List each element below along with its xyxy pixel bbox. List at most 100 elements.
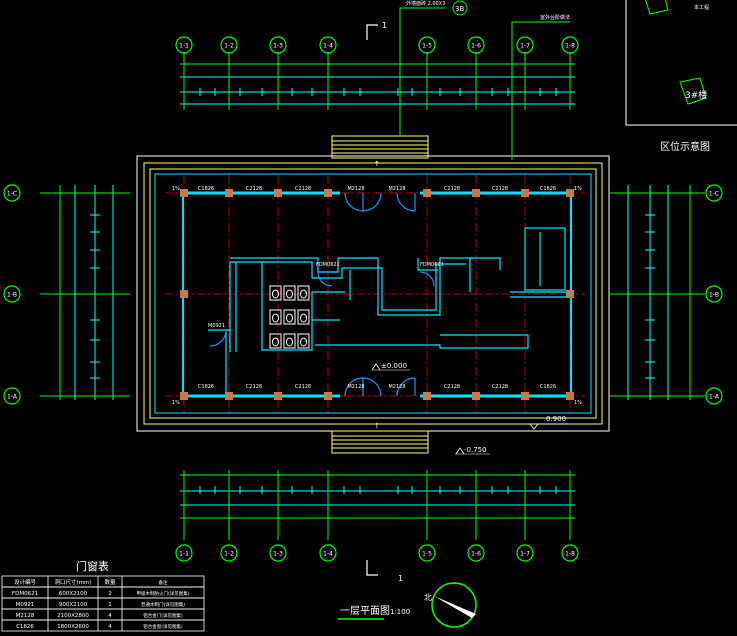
column-6-0 [521, 189, 529, 197]
corner-mark-tr: 1% [574, 186, 582, 192]
callout-badge-circle [452, 0, 468, 16]
axis-top-3-circle [269, 36, 287, 54]
toilet-bowl-0-0 [272, 289, 279, 299]
window-bottom-3: C2128 [295, 384, 311, 390]
axis-left-1-label: 1-C [7, 191, 17, 198]
toilet-bowl-2-2 [300, 337, 307, 347]
toilet-stall-1-1 [283, 309, 296, 325]
axis-top-6-label: 1-6 [471, 43, 481, 50]
toilet-stall-2-2 [297, 333, 310, 349]
toilet-stall-0-0 [269, 285, 282, 301]
toilet-bowl-1-0 [272, 313, 279, 323]
elevation-outdoor: -0.750 [455, 446, 490, 455]
key-plan-building: 3#楼 [685, 89, 707, 101]
toilet-stall-2-1 [283, 333, 296, 349]
column-7-2 [566, 392, 574, 400]
toilet-stall-0-2 [297, 285, 310, 301]
column-2-0 [274, 189, 282, 197]
callout-badge-text: 3B [455, 5, 464, 13]
table-cell-2-1: 900X2100 [59, 602, 88, 608]
window-top-6: C2128 [444, 186, 460, 192]
axis-top-2-circle [220, 36, 238, 54]
window-top-2: C2128 [246, 186, 262, 192]
structural-columns [180, 189, 574, 400]
axis-top-5-label: 1-5 [422, 43, 432, 50]
callout-top-center: 外墙面砖 2.00X3 [406, 0, 445, 7]
axis-left-1-circle [3, 184, 21, 202]
floor-level-text: ±0.000 [381, 362, 407, 370]
table-cell-1-3: 甲级木制防火门(详见图集) [136, 590, 189, 597]
window-bottom-4: M2128 [347, 384, 364, 390]
north-arrow [431, 582, 477, 628]
table-cell-1-0: FDM0621 [12, 591, 38, 597]
column-0-0 [180, 189, 188, 197]
entrance-stair-bottom [331, 430, 429, 454]
axis-bottom-3-label: 1-3 [273, 551, 283, 558]
north-label: 北 [424, 593, 432, 602]
table-cell-2-2: 1 [108, 602, 112, 608]
window-bottom-7: C2128 [492, 384, 508, 390]
door-label-2: FDM0621 [420, 262, 444, 268]
axis-right-3-label: 1-A [709, 394, 720, 401]
column-6-2 [521, 392, 529, 400]
outdoor-level-text: -0.750 [464, 446, 487, 454]
window-bottom-6: C2128 [444, 384, 460, 390]
window-bottom-5: M2128 [388, 384, 405, 390]
key-plan-label: 区位示意图 [660, 140, 710, 153]
axis-bottom-5-circle [418, 544, 436, 562]
door-label-1: FDM0621 [316, 262, 340, 268]
window-bottom-8: C1826 [540, 384, 556, 390]
axis-right-2-label: 1-B [709, 292, 719, 299]
corner-mark-tl: 1% [172, 186, 180, 192]
table-cell-4-2: 4 [108, 624, 112, 630]
dimension-lines [40, 52, 705, 540]
table-cell-0-1: 洞口尺寸(mm) [54, 578, 91, 586]
toilet-bowl-2-0 [272, 337, 279, 347]
column-mid-right [566, 290, 574, 298]
axis-bottom-7-circle [516, 544, 534, 562]
toilet-bowl-0-2 [300, 289, 307, 299]
key-plan-note: 本工程 [694, 4, 709, 11]
axis-bottom-7-label: 1-7 [520, 551, 530, 558]
axis-bottom-1-circle [175, 544, 193, 562]
section-mark-bottom [366, 560, 378, 576]
toilet-stall-1-0 [269, 309, 282, 325]
toilet-bowl-1-2 [300, 313, 307, 323]
section-mark-bottom-number: 1 [398, 574, 403, 583]
table-cell-2-3: 普通木制门(详见图集) [141, 601, 185, 608]
axis-left-3-circle [3, 387, 21, 405]
table-cell-3-2: 4 [108, 613, 112, 619]
window-bottom-2: C2128 [246, 384, 262, 390]
entrance-stair-top [331, 135, 429, 159]
table-cell-3-1: 2100X2800 [57, 613, 89, 619]
toilet-bowl-0-1 [286, 289, 293, 299]
table-cell-3-0: M2128 [16, 613, 35, 619]
window-top-3: C2128 [295, 186, 311, 192]
toilet-stall-0-1 [283, 285, 296, 301]
axis-right-1-label: 1-C [709, 191, 719, 198]
entrance-mark-top: ↑ [374, 160, 380, 168]
window-top-8: C1826 [540, 186, 556, 192]
column-3-2 [324, 392, 332, 400]
axis-bottom-8-circle [561, 544, 579, 562]
table-cell-0-3: 备注 [159, 579, 168, 586]
axis-top-4-circle [319, 36, 337, 54]
table-cell-3-3: 铝合金门(详见图集) [143, 612, 183, 619]
entrance-mark-bottom: ↑ [374, 422, 380, 430]
axis-bottom-1-label: 1-1 [179, 551, 189, 558]
axis-bottom-2-label: 1-2 [224, 551, 234, 558]
axis-top-5-circle [418, 36, 436, 54]
elevation-ramp: 0.900 [528, 415, 568, 430]
axis-top-8-label: 1-8 [565, 43, 575, 50]
axis-top-7-label: 1-7 [520, 43, 530, 50]
callout-top-right: 室外台阶做法 [540, 14, 570, 21]
section-mark-top [366, 24, 378, 40]
table-cell-0-0: 设计编号 [14, 578, 37, 586]
axis-left-3-label: 1-A [7, 394, 18, 401]
door-label-3: M0921 [208, 323, 225, 329]
window-top-1: C1826 [198, 186, 214, 192]
axis-top-7-circle [516, 36, 534, 54]
